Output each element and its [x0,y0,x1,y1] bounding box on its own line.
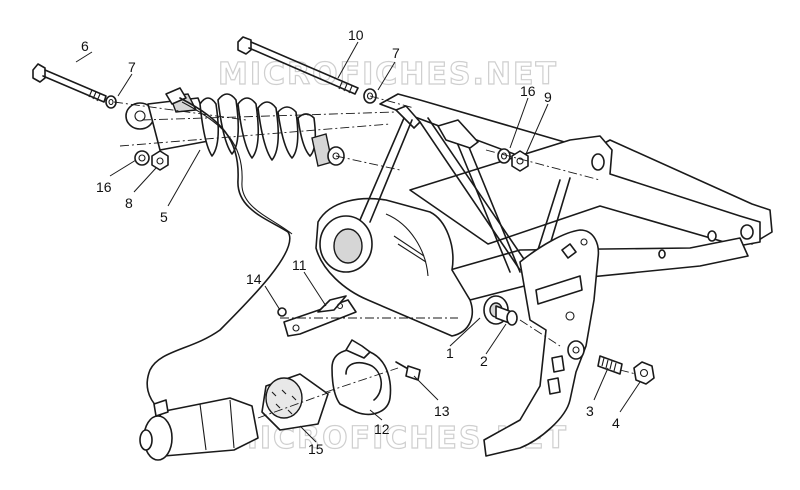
part-nut-9 [511,150,529,172]
remote-reservoir [139,397,259,461]
side-plate-bracket [483,229,600,457]
callout-16-right: 16 [520,83,536,99]
callout-7-left: 7 [128,59,136,75]
callout-10: 10 [348,27,364,43]
callout-3: 3 [586,403,594,419]
callout-leaders [75,41,641,443]
callout-4: 4 [612,415,620,431]
callout-16-left: 16 [96,179,112,195]
part-swingarm-1 [315,93,773,337]
callout-7-right: 7 [392,45,400,61]
callout-14: 14 [246,271,262,287]
part-stud-3 [597,355,623,375]
part-bracket-11 [283,295,357,337]
callout-8: 8 [125,195,133,211]
callout-11: 11 [292,257,307,273]
part-clamp-12 [331,339,392,416]
remote-adjuster-hose [146,97,291,409]
part-sleeve-15 [261,373,329,431]
part-nut-8 [151,150,169,171]
callout-13: 13 [434,403,450,419]
part-washer-16-left [134,150,150,166]
callout-15: 15 [308,441,324,457]
callout-9: 9 [544,89,552,105]
callout-5: 5 [160,209,168,225]
part-bolt-10 [237,36,359,95]
part-screw-13 [395,361,421,381]
callout-12: 12 [374,421,390,437]
callout-2: 2 [480,353,488,369]
callout-6: 6 [81,38,89,54]
part-bolt-6 [32,63,107,103]
callout-1: 1 [446,345,454,361]
part-bushing-2 [495,305,518,326]
part-nut-4 [633,361,655,385]
